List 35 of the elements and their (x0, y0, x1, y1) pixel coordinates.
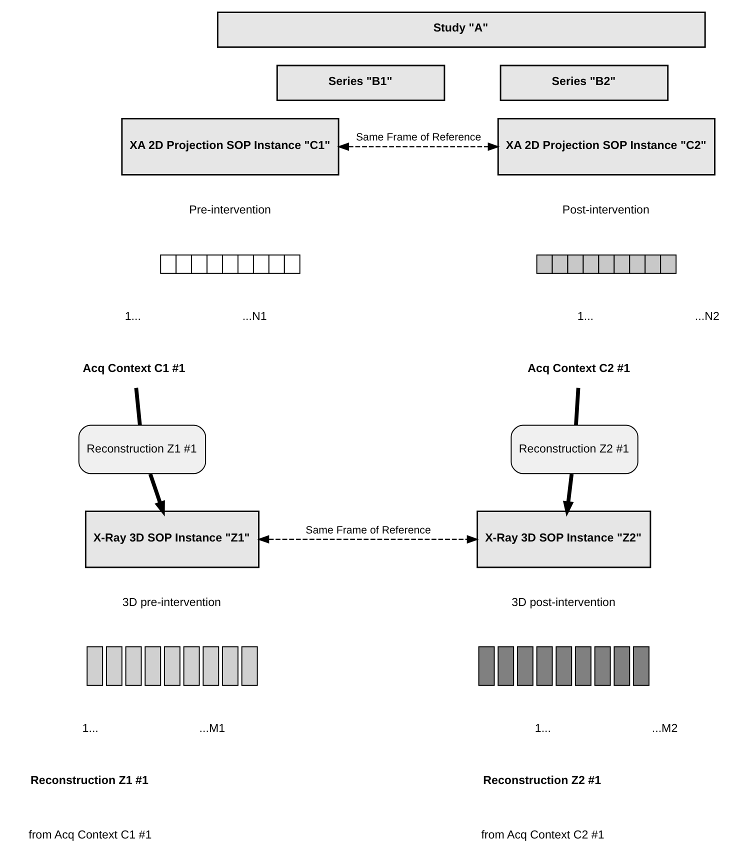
label: 3D pre-intervention (122, 596, 222, 610)
node-box: Study "A" (216, 12, 706, 48)
edge-label: Same Frame of Reference (306, 524, 431, 536)
edge-label: Same Frame of Reference (356, 132, 482, 144)
connector (134, 388, 142, 426)
arrow (148, 473, 165, 517)
node-box: XA 2D Projection SOP Instance "C2" (497, 118, 716, 176)
node-box: X-Ray 3D SOP Instance "Z1" (84, 510, 260, 568)
arrow (562, 474, 574, 517)
label: ...M1 (199, 722, 226, 735)
label: 1... (534, 722, 552, 735)
label: 1... (82, 722, 98, 735)
node-box: Series "B2" (500, 64, 669, 102)
label: ...N1 (242, 310, 267, 323)
label: 1... (577, 310, 594, 323)
arrow (257, 535, 479, 544)
label: Pre-intervention (189, 204, 271, 217)
label: Reconstruction Z1 #1 (30, 774, 148, 788)
label: ...M2 (652, 722, 678, 735)
connector (574, 388, 580, 426)
label: 1... (124, 310, 141, 323)
label: ...N2 (694, 310, 720, 323)
label: Post-intervention (562, 204, 650, 217)
node-text: Acq Context C2 #1 (528, 362, 630, 376)
node-box: Series "B1" (276, 64, 446, 102)
node-box: Reconstruction Z1 #1 (78, 424, 206, 474)
node-text: Acq Context C1 #1 (82, 362, 186, 376)
node-box: X-Ray 3D SOP Instance "Z2" (476, 510, 652, 568)
node-box: XA 2D Projection SOP Instance "C1" (121, 118, 340, 176)
label: from Acq Context C2 #1 (481, 828, 604, 842)
label: 3D post-intervention (512, 596, 616, 610)
arrow (337, 142, 500, 151)
node-box: Reconstruction Z2 #1 (510, 424, 638, 474)
label: Reconstruction Z2 #1 (483, 774, 602, 788)
label: from Acq Context C1 #1 (28, 828, 152, 842)
